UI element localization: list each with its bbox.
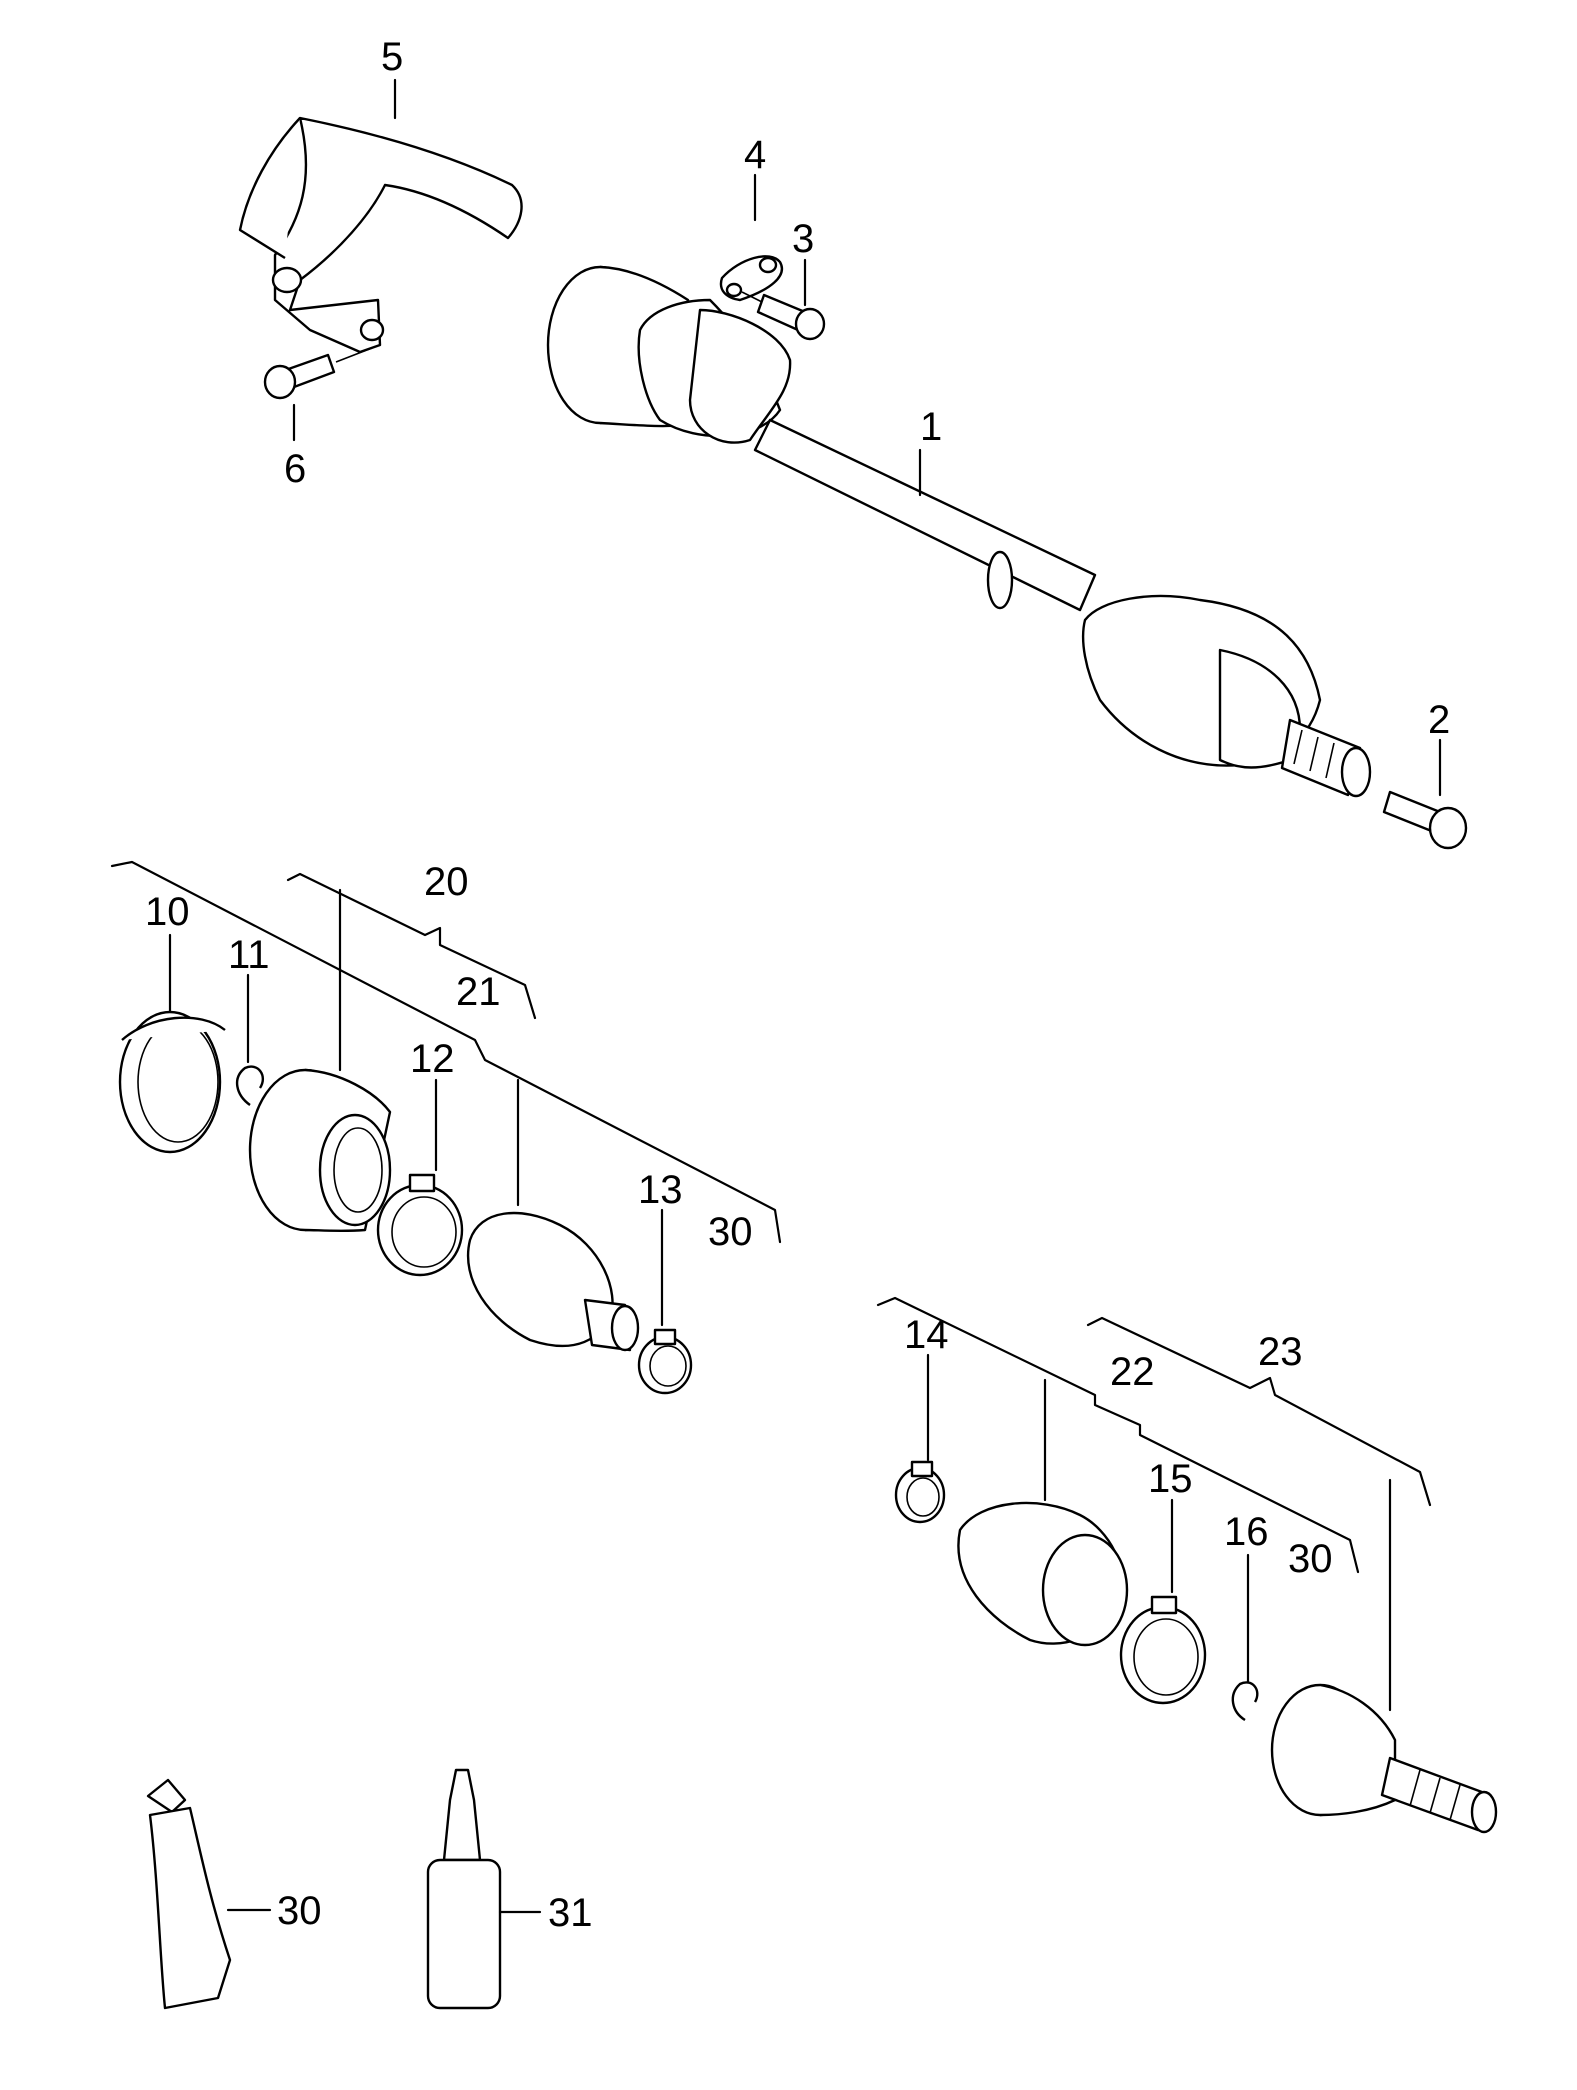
callout-14: 14 <box>904 1313 949 1357</box>
locking-plate-part <box>719 255 783 302</box>
callout-15: 15 <box>1148 1457 1193 1501</box>
heat-shield-part <box>238 116 523 354</box>
clamp-part-12 <box>376 1173 464 1277</box>
circlip-part-16 <box>1231 1681 1259 1722</box>
callout-11: 11 <box>228 933 270 977</box>
sealant-bottle-part <box>426 1768 502 2010</box>
clamp-part-14 <box>894 1460 946 1524</box>
callout-13: 13 <box>638 1168 683 1212</box>
callout-30-upper: 30 <box>708 1210 753 1254</box>
callout-2: 2 <box>1428 698 1450 742</box>
seal-ring-part <box>118 1010 226 1154</box>
callout-31: 31 <box>548 1891 593 1935</box>
callout-21: 21 <box>456 970 501 1014</box>
grease-tube-part <box>146 1778 232 2010</box>
bolt-part-6 <box>263 347 373 400</box>
drive-shaft-part <box>546 265 1372 798</box>
callout-4: 4 <box>744 133 766 177</box>
circlip-part-11 <box>235 1065 265 1106</box>
callout-23: 23 <box>1258 1330 1303 1374</box>
callout-10: 10 <box>145 890 190 934</box>
clamp-part-15 <box>1119 1595 1207 1705</box>
callout-16: 16 <box>1224 1510 1269 1554</box>
boot-part-22 <box>957 1501 1129 1647</box>
leader-lines <box>168 78 1442 1914</box>
bolt-part-2 <box>1382 790 1468 850</box>
clamp-part-13 <box>637 1328 693 1395</box>
callout-12: 12 <box>410 1037 455 1081</box>
callout-22: 22 <box>1110 1350 1155 1394</box>
callout-6: 6 <box>284 447 306 491</box>
callout-30-tube: 30 <box>277 1889 322 1933</box>
inner-joint-part <box>248 1068 392 1233</box>
callout-labels: 1 2 3 4 5 6 10 11 12 13 14 15 16 20 21 2… <box>145 35 1450 1935</box>
outer-joint-part <box>1270 1683 1498 1834</box>
group-brackets <box>110 860 1432 1574</box>
callout-3: 3 <box>792 217 814 261</box>
callout-30-lower: 30 <box>1288 1537 1333 1581</box>
callout-1: 1 <box>920 405 942 449</box>
bolt-part-3 <box>741 291 826 341</box>
callout-5: 5 <box>381 35 403 79</box>
boot-part-21 <box>466 1211 640 1352</box>
callout-20: 20 <box>424 860 469 904</box>
